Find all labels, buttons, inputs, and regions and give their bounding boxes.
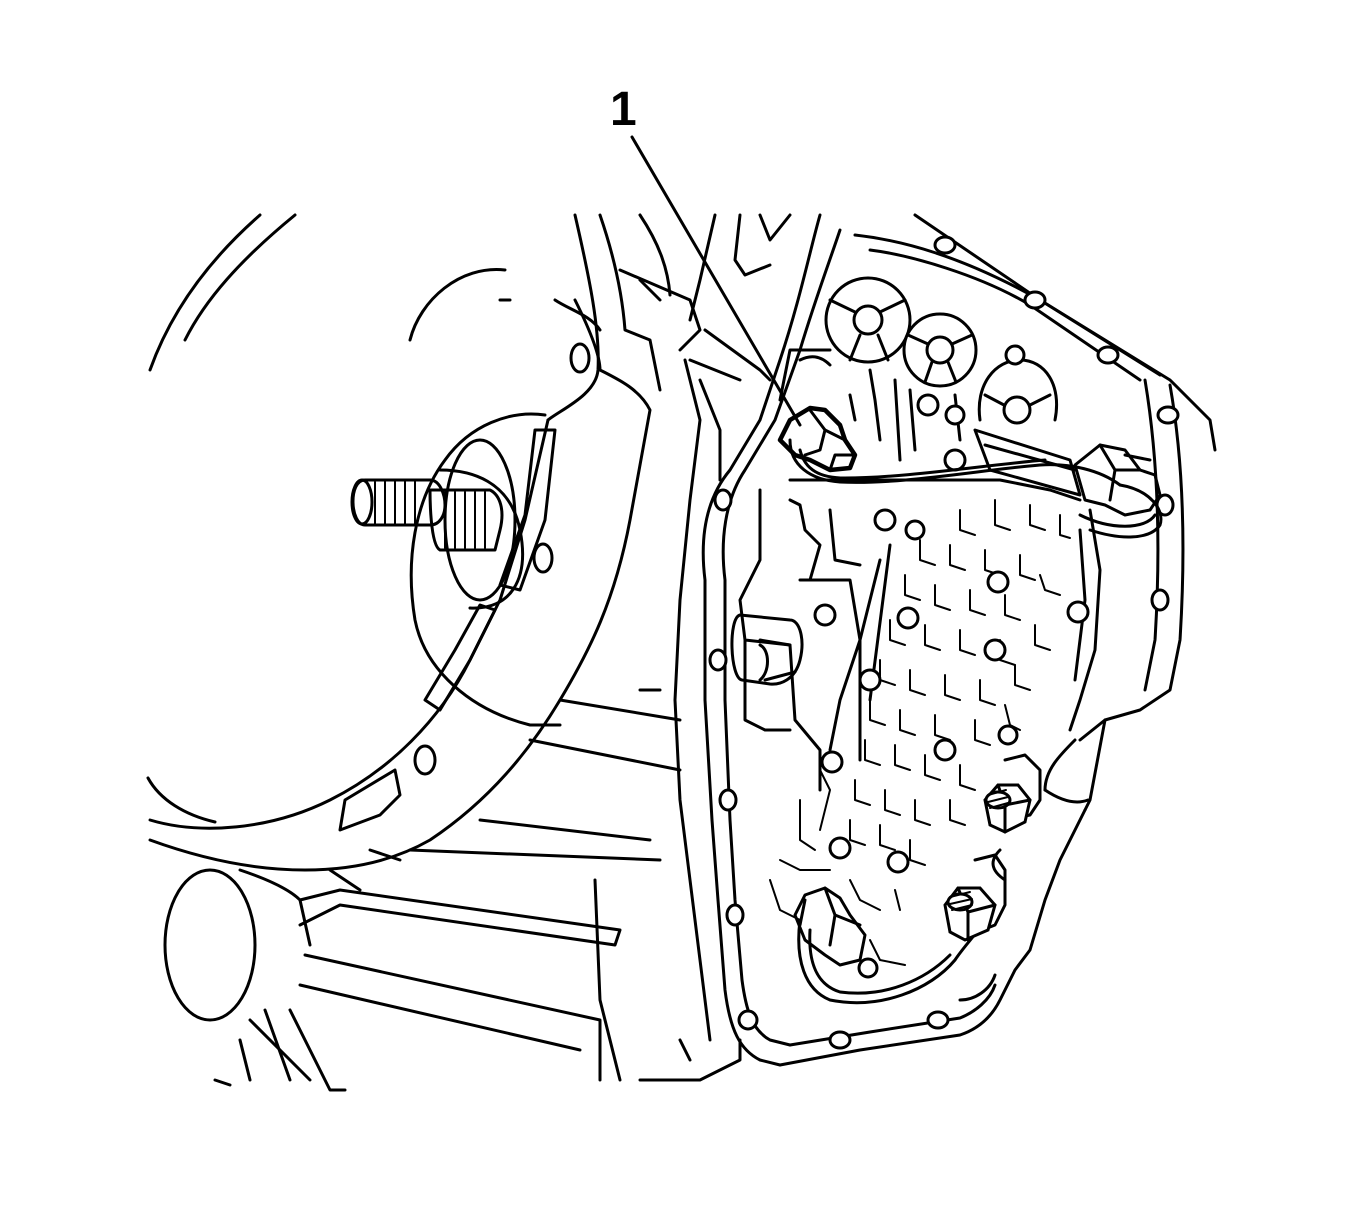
case-right-details: [958, 788, 1090, 1002]
flange-bolt-hole: [569, 342, 591, 374]
callout-1: 1: [610, 83, 802, 427]
wiring-harness: [788, 438, 1163, 1005]
accumulator-top-3: [977, 358, 1058, 425]
case-wall: [673, 213, 792, 1042]
bell-housing: [146, 213, 702, 872]
electrical-connector-lower: [793, 886, 867, 967]
valve-body-case: [701, 213, 1217, 1067]
solenoid-connector-right: [1073, 443, 1162, 517]
accumulator-top-2: [902, 312, 978, 388]
flange-bolt-hole: [532, 542, 554, 574]
spool-valve-left: [730, 613, 804, 686]
valve-body: [730, 276, 1102, 979]
torque-converter-hub: [350, 268, 562, 727]
callout-leader-line: [630, 135, 802, 427]
valve-body-holes: [813, 344, 1090, 979]
input-shaft: [350, 478, 504, 552]
cover-bolt-holes: [708, 235, 1180, 1050]
valve-body-passages: [769, 499, 1071, 966]
flange-bolt-hole: [413, 744, 437, 776]
bolt-lower: [943, 853, 1007, 942]
transmission-case-lower: [163, 688, 742, 1092]
callout-label-1: 1: [610, 83, 637, 136]
bolt-upper: [983, 753, 1042, 834]
accumulator-top-1: [824, 276, 912, 364]
electrical-connector-1: [777, 405, 858, 473]
